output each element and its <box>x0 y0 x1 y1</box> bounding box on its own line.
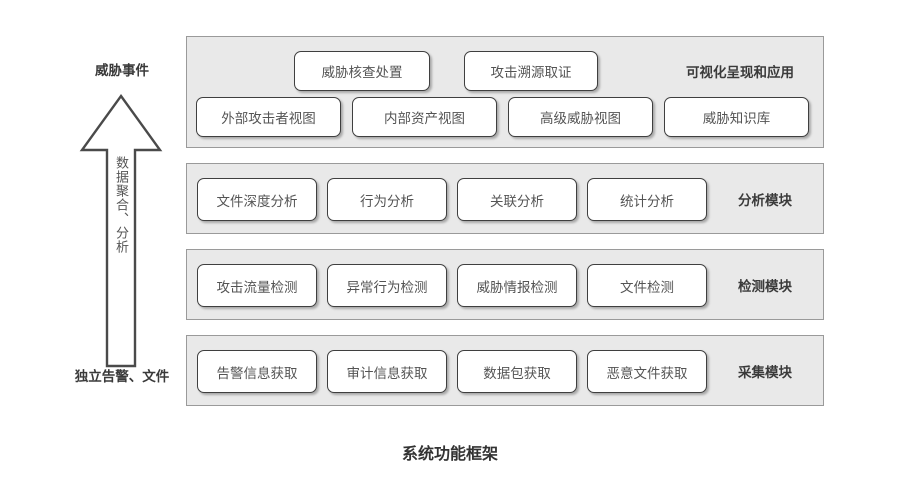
flow-top-label: 威胁事件 <box>95 63 149 78</box>
node-attack-traffic-detection[interactable]: 攻击流量检测 <box>197 264 317 307</box>
layer-detection-title: 检测模块 <box>738 278 792 294</box>
layer-analysis: 分析模块 文件深度分析 行为分析 关联分析 统计分析 <box>186 163 824 234</box>
upward-flow-arrow-icon <box>78 92 164 370</box>
layer-detection: 检测模块 攻击流量检测 异常行为检测 威胁情报检测 文件检测 <box>186 249 824 320</box>
node-statistical-analysis[interactable]: 统计分析 <box>587 178 707 221</box>
node-advanced-threat-view[interactable]: 高级威胁视图 <box>508 97 653 137</box>
diagram-caption: 系统功能框架 <box>401 446 498 463</box>
layer-visualization: 可视化呈现和应用 威胁核查处置 攻击溯源取证 外部攻击者视图 内部资产视图 高级… <box>186 36 824 148</box>
node-file-deep-analysis[interactable]: 文件深度分析 <box>197 178 317 221</box>
node-threat-verification[interactable]: 威胁核查处置 <box>294 51 430 91</box>
node-threat-intelligence-detection[interactable]: 威胁情报检测 <box>457 264 577 307</box>
node-attack-tracing[interactable]: 攻击溯源取证 <box>464 51 598 91</box>
node-external-attacker-view[interactable]: 外部攻击者视图 <box>196 97 341 137</box>
flow-arrow-label: 数据聚合、分析 <box>114 156 129 254</box>
layer-visualization-title: 可视化呈现和应用 <box>686 65 794 80</box>
node-audit-info-collection[interactable]: 审计信息获取 <box>327 350 447 393</box>
node-correlation-analysis[interactable]: 关联分析 <box>457 178 577 221</box>
node-malicious-file-collection[interactable]: 恶意文件获取 <box>587 350 707 393</box>
layer-collection-title: 采集模块 <box>738 364 792 380</box>
node-packet-collection[interactable]: 数据包获取 <box>457 350 577 393</box>
node-file-detection[interactable]: 文件检测 <box>587 264 707 307</box>
node-threat-knowledge-base[interactable]: 威胁知识库 <box>664 97 809 137</box>
node-anomalous-behavior-detection[interactable]: 异常行为检测 <box>327 264 447 307</box>
flow-bottom-label: 独立告警、文件 <box>74 369 170 384</box>
layer-collection: 采集模块 告警信息获取 审计信息获取 数据包获取 恶意文件获取 <box>186 335 824 406</box>
node-internal-asset-view[interactable]: 内部资产视图 <box>352 97 497 137</box>
node-behavior-analysis[interactable]: 行为分析 <box>327 178 447 221</box>
node-alert-info-collection[interactable]: 告警信息获取 <box>197 350 317 393</box>
layer-analysis-title: 分析模块 <box>738 192 792 208</box>
